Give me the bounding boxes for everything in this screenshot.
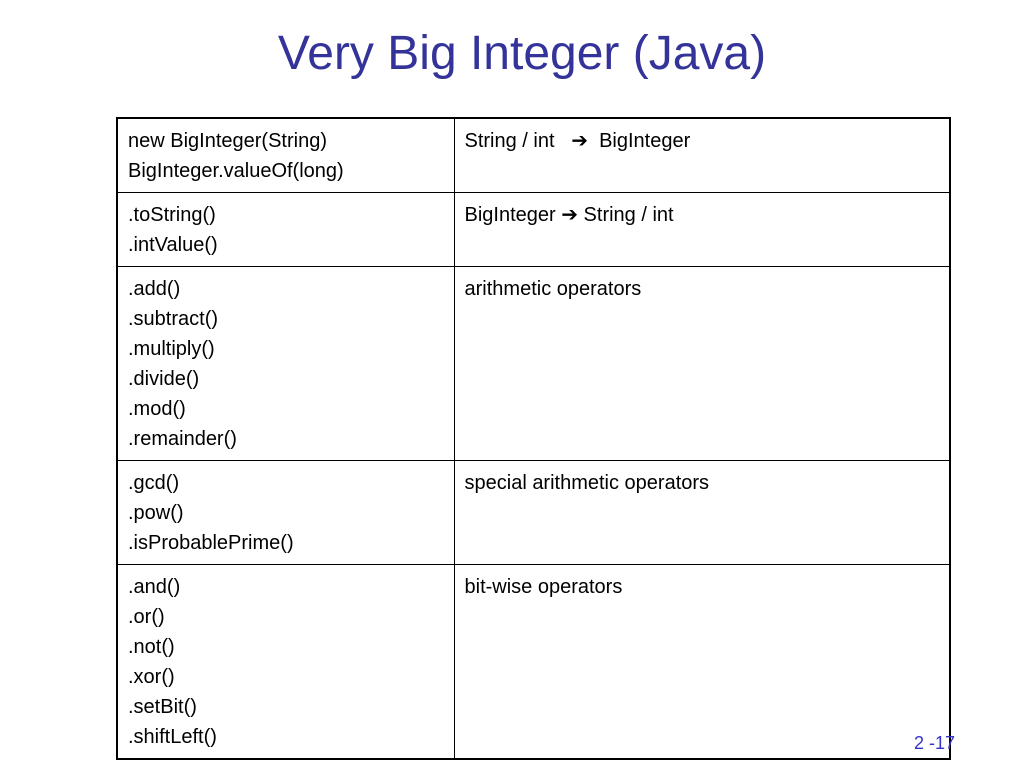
method-name: .shiftLeft() (128, 726, 217, 748)
description-cell: arithmetic operators (453, 266, 951, 461)
method-name: BigInteger.valueOf(long) (128, 160, 344, 182)
method-name: .divide() (128, 368, 200, 390)
description-text: String / int ➔ BigInteger (464, 130, 691, 152)
method-name: new BigInteger(String) (128, 130, 327, 152)
methods-cell: .gcd() .pow() .isProbablePrime() (116, 460, 455, 565)
method-name: .not() (128, 636, 175, 658)
method-name: .setBit() (128, 696, 197, 718)
methods-cell: .and() .or() .not() .xor() .setBit() .sh… (116, 564, 455, 760)
table-row: .and() .or() .not() .xor() .setBit() .sh… (116, 564, 951, 760)
method-name: .intValue() (128, 234, 218, 256)
description-cell: special arithmetic operators (453, 460, 951, 565)
method-name: .multiply() (128, 338, 215, 360)
method-name: .gcd() (128, 472, 180, 494)
method-name: .isProbablePrime() (128, 532, 294, 554)
description-text: arithmetic operators (464, 278, 642, 300)
slide-title: Very Big Integer (Java) (277, 27, 767, 80)
method-table: new BigInteger(String) BigInteger.valueO… (116, 117, 951, 760)
methods-cell: .add() .subtract() .multiply() .divide()… (116, 266, 455, 461)
methods-cell: .toString() .intValue() (116, 192, 455, 267)
method-name: .remainder() (128, 428, 237, 450)
method-name: .toString() (128, 204, 216, 226)
method-name: .mod() (128, 398, 186, 420)
description-cell: String / int ➔ BigInteger (453, 117, 951, 193)
method-name: .xor() (128, 666, 175, 688)
page-number: 2 -17 (914, 733, 956, 753)
description-text: bit-wise operators (464, 576, 623, 598)
table-row: .gcd() .pow() .isProbablePrime() special… (116, 460, 951, 565)
method-name: .or() (128, 606, 165, 628)
description-text: BigInteger ➔ String / int (464, 204, 674, 226)
table-row: .add() .subtract() .multiply() .divide()… (116, 266, 951, 461)
description-cell: bit-wise operators (453, 564, 951, 760)
table-row: new BigInteger(String) BigInteger.valueO… (116, 117, 951, 193)
method-name: .subtract() (128, 308, 219, 330)
methods-cell: new BigInteger(String) BigInteger.valueO… (116, 117, 455, 193)
method-name: .and() (128, 576, 181, 598)
table-row: .toString() .intValue() BigInteger ➔ Str… (116, 192, 951, 267)
method-name: .add() (128, 278, 181, 300)
description-text: special arithmetic operators (464, 472, 710, 494)
method-name: .pow() (128, 502, 184, 524)
description-cell: BigInteger ➔ String / int (453, 192, 951, 267)
